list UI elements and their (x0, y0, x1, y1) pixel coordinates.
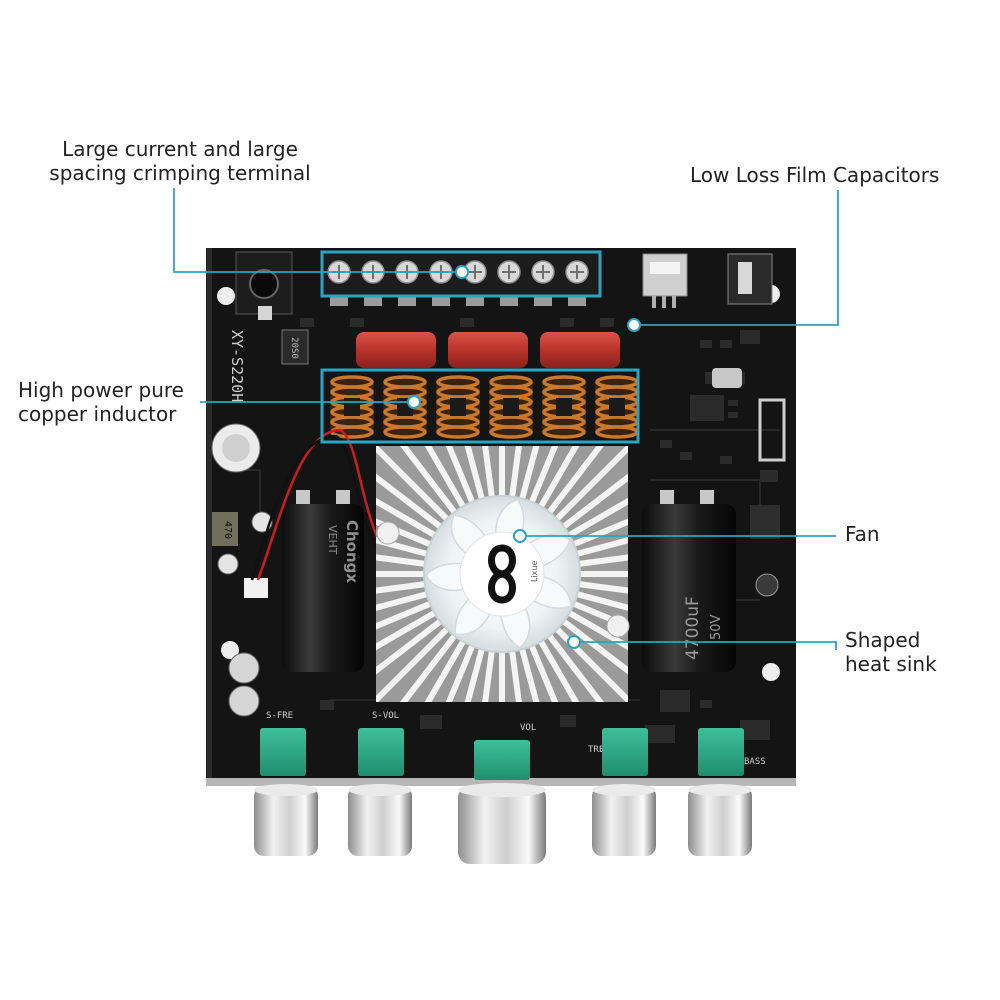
cap-right-capacitance: 4700uF (683, 596, 703, 660)
callout-inductor: High power pure copper inductor (18, 378, 184, 426)
resistor-mark: 470 (222, 521, 233, 539)
cooling-fan: Lixue (423, 495, 581, 653)
callout-terminal: Large current and large spacing crimping… (49, 137, 311, 185)
regulator (750, 505, 780, 539)
heatsink-screw (606, 614, 630, 638)
control-knobs (254, 783, 752, 864)
diode-mark: 20S0 (289, 337, 299, 359)
knob-label-s-fre: S-FRE (266, 711, 293, 721)
potentiometer-tre (602, 728, 648, 776)
cap-right-rating: 50V (709, 614, 724, 640)
leader-terminal (173, 188, 462, 273)
bluetooth-antenna (758, 398, 786, 462)
heatsink-screw (376, 521, 400, 545)
highlight-box-inductor (320, 368, 640, 444)
callout-lines (173, 188, 839, 650)
knob-label-bass: BASS (744, 757, 766, 767)
film-capacitor (448, 332, 528, 368)
callout-film-capacitors: Low Loss Film Capacitors (690, 163, 940, 187)
bulk-capacitor-right: 4700uF 50V (642, 490, 736, 672)
terminal-screw-icon (565, 260, 589, 284)
potentiometer-s-fre (260, 728, 306, 776)
small-cap (228, 685, 260, 717)
knob-s-vol[interactable] (348, 784, 412, 856)
leader-heat-sink (574, 641, 837, 650)
callout-fan: Fan (845, 522, 880, 546)
callout-heat-sink: Shaped heat sink (845, 628, 937, 676)
usb-port (642, 253, 688, 297)
knob-s-fre[interactable] (254, 784, 318, 856)
copper-inductor (489, 375, 533, 439)
knob-tre[interactable] (592, 784, 656, 856)
small-cap (228, 652, 260, 684)
pcb-smd-components (300, 318, 778, 743)
crimping-terminal-block (322, 252, 600, 306)
film-capacitor (540, 332, 620, 368)
board-model-label: XY-S220H (228, 330, 246, 402)
copper-inductor (595, 375, 639, 439)
knob-bass[interactable] (688, 784, 752, 856)
film-capacitors (356, 332, 620, 368)
knob-vol[interactable] (458, 783, 546, 864)
crystal (712, 368, 742, 388)
leader-film-capacitors (634, 190, 839, 326)
fan-brand: Lixue (530, 561, 539, 582)
terminal-screw-icon (497, 260, 521, 284)
bulk-capacitor-left: Chongx VEHT (282, 490, 364, 672)
small-cap (755, 573, 779, 597)
mounting-hole (221, 641, 239, 659)
copper-inductors (330, 375, 639, 439)
mounting-hole (762, 663, 780, 681)
potentiometers (260, 728, 744, 780)
cap-left-vent: VEHT (326, 525, 339, 555)
knob-label-tre: TRE (588, 745, 604, 755)
potentiometer-vol (474, 740, 530, 780)
cap-left-brand: Chongx (343, 520, 361, 583)
copper-inductor (542, 375, 586, 439)
potentiometer-s-vol (358, 728, 404, 776)
potentiometer-bass (698, 728, 744, 776)
fan-connector (244, 578, 268, 598)
copper-inductor (383, 375, 427, 439)
highlight-box-terminal (320, 250, 602, 298)
mounting-hole (217, 287, 235, 305)
fan-logo-icon (488, 544, 516, 604)
knob-label-vol: VOL (520, 723, 536, 733)
power-resistor (212, 512, 238, 546)
film-capacitor (356, 332, 436, 368)
callout-dots (407, 265, 641, 649)
terminal-screw-icon (531, 260, 555, 284)
copper-inductor (330, 375, 374, 439)
bridge-diode (281, 329, 309, 365)
copper-inductor (436, 375, 480, 439)
knob-label-s-vol: S-VOL (372, 711, 399, 721)
